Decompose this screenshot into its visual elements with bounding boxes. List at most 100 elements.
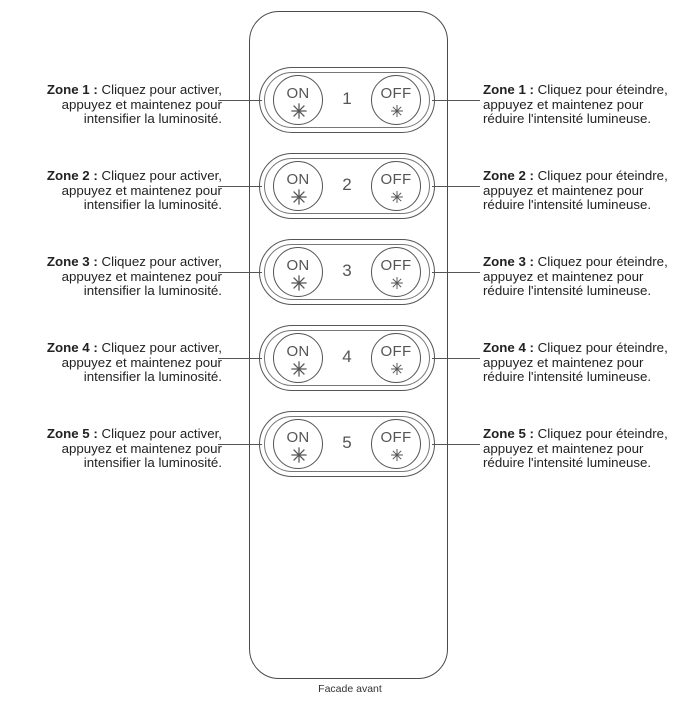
brightness-down-asterisk-icon — [391, 191, 403, 203]
description-line-2: appuyez et maintenez pour — [483, 182, 644, 198]
zone-row-3: ON 3 OFF — [259, 239, 435, 305]
description-line-1: Zone 5 : Cliquez pour activer, — [46, 426, 222, 442]
zone-number: 3 — [342, 261, 352, 280]
zone-pill-inner — [264, 330, 430, 386]
description-line-3: réduire l'intensité lumineuse. — [483, 283, 652, 298]
zone-4-off-description: Zone 4 : Cliquez pour éteindre,appuyez e… — [483, 340, 668, 385]
off-button-label: OFF — [380, 171, 412, 188]
description-line-2: appuyez et maintenez pour — [483, 354, 644, 370]
zone-row-2: ON 2 OFF — [259, 153, 435, 219]
zone-5-on-button[interactable]: ON — [273, 419, 323, 469]
zone-2-off-description: Zone 2 : Cliquez pour éteindre,appuyez e… — [483, 168, 668, 213]
zone-3-off-description: Zone 3 : Cliquez pour éteindre,appuyez e… — [483, 254, 668, 299]
description-line-2: appuyez et maintenez pour — [61, 440, 222, 456]
description-line-3: intensifier la luminosité. — [83, 369, 222, 384]
description-line-1: Zone 4 : Cliquez pour éteindre, — [483, 340, 668, 356]
description-line-1: Zone 1 : Cliquez pour activer, — [46, 82, 222, 98]
zone-title: Zone 2 : — [483, 168, 534, 183]
leader-line-left — [218, 444, 262, 445]
brightness-up-asterisk-icon — [291, 361, 307, 377]
zone-1-on-button[interactable]: ON — [273, 75, 323, 125]
description-line-2: appuyez et maintenez pour — [61, 354, 222, 370]
zone-title: Zone 2 : — [46, 168, 98, 183]
zone-pill-inner — [264, 158, 430, 214]
leader-line-right — [432, 444, 480, 445]
zone-1-on-description: Zone 1 : Cliquez pour activer,appuyez et… — [46, 82, 222, 127]
description-line-2: appuyez et maintenez pour — [483, 440, 644, 456]
description-text: Cliquez pour activer, — [97, 340, 222, 355]
zone-pill-inner — [264, 244, 430, 300]
description-line-1: Zone 5 : Cliquez pour éteindre, — [483, 426, 668, 442]
zone-title: Zone 3 : — [483, 254, 534, 269]
zone-number: 1 — [342, 89, 352, 108]
off-button-label: OFF — [380, 85, 412, 102]
zone-5-on-description: Zone 5 : Cliquez pour activer,appuyez et… — [46, 426, 222, 471]
description-line-1: Zone 3 : Cliquez pour éteindre, — [483, 254, 668, 270]
description-line-1: Zone 4 : Cliquez pour activer, — [46, 340, 222, 356]
zone-row-5: ON 5 OFF — [259, 411, 435, 477]
leader-line-left — [218, 272, 262, 273]
description-line-2: appuyez et maintenez pour — [61, 268, 222, 284]
zone-2-on-button[interactable]: ON — [273, 161, 323, 211]
zone-row-4: ON 4 OFF — [259, 325, 435, 391]
description-line-3: intensifier la luminosité. — [83, 455, 222, 470]
brightness-down-asterisk-icon — [391, 363, 403, 375]
description-text: Cliquez pour activer, — [97, 168, 222, 183]
zone-3-on-description: Zone 3 : Cliquez pour activer,appuyez et… — [47, 254, 222, 299]
zone-2-on-description: Zone 2 : Cliquez pour activer,appuyez et… — [46, 168, 222, 213]
leader-line-right — [432, 272, 480, 273]
brightness-up-asterisk-icon — [291, 447, 307, 463]
zone-title: Zone 5 : — [483, 426, 534, 441]
description-line-1: Zone 1 : Cliquez pour éteindre, — [483, 82, 668, 98]
zone-number: 2 — [342, 175, 352, 194]
on-button-label: ON — [286, 257, 310, 274]
zone-title: Zone 4 : — [46, 340, 98, 355]
zone-4-on-button[interactable]: ON — [273, 333, 323, 383]
description-line-3: intensifier la luminosité. — [83, 283, 222, 298]
zone-number: 5 — [342, 433, 352, 452]
description-line-1: Zone 3 : Cliquez pour activer, — [47, 254, 222, 270]
description-line-2: appuyez et maintenez pour — [483, 96, 644, 112]
brightness-up-asterisk-icon — [291, 189, 307, 205]
description-line-3: réduire l'intensité lumineuse. — [483, 111, 652, 126]
description-line-3: intensifier la luminosité. — [83, 197, 222, 212]
zone-1-off-button[interactable]: OFF — [371, 75, 421, 125]
brightness-up-asterisk-icon — [291, 275, 307, 291]
description-text: Cliquez pour éteindre, — [533, 254, 668, 269]
leader-line-left — [218, 186, 262, 187]
zone-title: Zone 1 : — [46, 82, 98, 97]
on-button-label: ON — [286, 171, 310, 188]
zone-3-on-button[interactable]: ON — [273, 247, 323, 297]
zone-5-off-button[interactable]: OFF — [371, 419, 421, 469]
leader-line-left — [218, 358, 262, 359]
zone-3-off-button[interactable]: OFF — [371, 247, 421, 297]
description-text: Cliquez pour éteindre, — [533, 168, 668, 183]
description-line-3: réduire l'intensité lumineuse. — [483, 455, 652, 470]
zone-4-off-button[interactable]: OFF — [371, 333, 421, 383]
description-text: Cliquez pour activer, — [97, 82, 222, 97]
zone-title: Zone 1 : — [483, 82, 534, 97]
description-line-2: appuyez et maintenez pour — [61, 96, 222, 112]
zone-pill-inner — [264, 72, 430, 128]
zone-number: 4 — [342, 347, 352, 366]
description-line-1: Zone 2 : Cliquez pour éteindre, — [483, 168, 668, 184]
description-line-3: réduire l'intensité lumineuse. — [483, 197, 652, 212]
leader-line-right — [432, 100, 480, 101]
description-text: Cliquez pour activer, — [97, 254, 222, 269]
description-text: Cliquez pour éteindre, — [533, 340, 668, 355]
zone-4-on-description: Zone 4 : Cliquez pour activer,appuyez et… — [46, 340, 222, 385]
brightness-down-asterisk-icon — [391, 449, 403, 461]
description-line-2: appuyez et maintenez pour — [483, 268, 644, 284]
description-line-3: intensifier la luminosité. — [83, 111, 222, 126]
on-button-label: ON — [286, 85, 310, 102]
zone-2-off-button[interactable]: OFF — [371, 161, 421, 211]
zone-title: Zone 5 : — [46, 426, 98, 441]
leader-line-right — [432, 358, 480, 359]
zone-row-1: ON 1 OFF — [259, 67, 435, 133]
description-line-1: Zone 2 : Cliquez pour activer, — [46, 168, 222, 184]
brightness-down-asterisk-icon — [391, 277, 403, 289]
off-button-label: OFF — [380, 343, 412, 360]
off-button-label: OFF — [380, 429, 412, 446]
description-text: Cliquez pour éteindre, — [533, 426, 668, 441]
